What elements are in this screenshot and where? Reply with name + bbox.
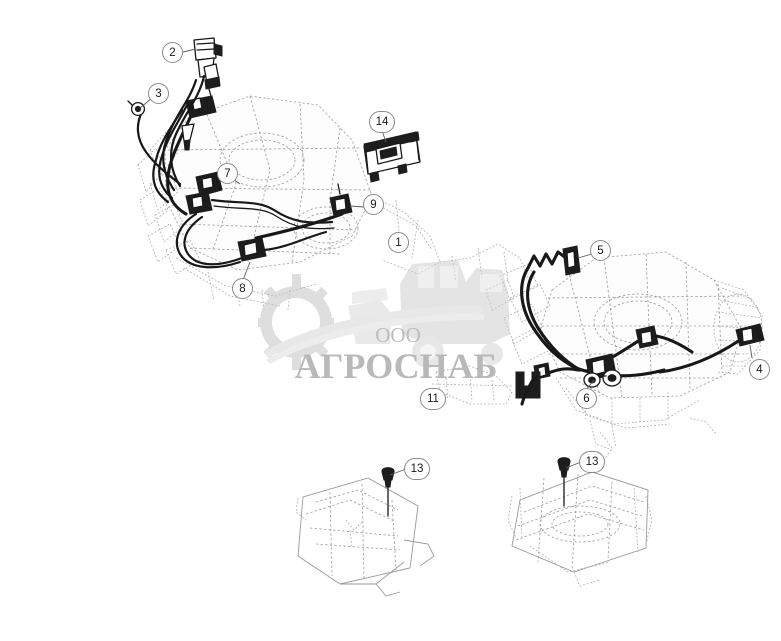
part-7-harness-clamp-left xyxy=(195,171,223,197)
part-harness-clamp-lower xyxy=(185,191,213,215)
part-4-connector-plug-right xyxy=(735,323,765,347)
callout-9[interactable]: 9 xyxy=(363,194,384,215)
left-wiring-harness xyxy=(127,37,353,269)
callout-1[interactable]: 1 xyxy=(388,232,409,253)
part-14-control-module xyxy=(363,131,421,183)
callout-11[interactable]: 11 xyxy=(420,388,446,410)
callout-13-right[interactable]: 13 xyxy=(579,451,605,473)
bracket-support-ghost xyxy=(431,365,513,405)
callout-3[interactable]: 3 xyxy=(148,83,169,104)
part-8-harness-clamp-lower-left xyxy=(237,237,267,262)
part-5-clip-bracket xyxy=(562,245,581,276)
part-9-harness-clamp-center xyxy=(329,193,353,217)
callout-13-left[interactable]: 13 xyxy=(404,458,430,480)
part-3-ring-terminal xyxy=(127,100,146,117)
callout-5[interactable]: 5 xyxy=(590,240,611,261)
callout-6[interactable]: 6 xyxy=(576,388,597,409)
right-wiring-harness xyxy=(515,245,765,406)
bottom-left-panel xyxy=(295,477,435,597)
callout-2[interactable]: 2 xyxy=(162,42,183,63)
part-13-push-fastener-right xyxy=(557,457,571,507)
callout-14[interactable]: 14 xyxy=(369,111,395,133)
callout-8[interactable]: 8 xyxy=(232,278,253,299)
callout-7[interactable]: 7 xyxy=(217,163,238,184)
part-13-push-fastener-left xyxy=(381,467,395,517)
left-machine-body xyxy=(137,95,531,311)
ghost-detail-b xyxy=(599,431,613,461)
callout-4[interactable]: 4 xyxy=(749,359,770,380)
part-inline-connector-mid xyxy=(181,123,195,151)
part-inline-connector-right xyxy=(635,325,659,349)
ghost-detail-a xyxy=(689,417,717,435)
part-small-connector-upper-right xyxy=(203,63,221,101)
